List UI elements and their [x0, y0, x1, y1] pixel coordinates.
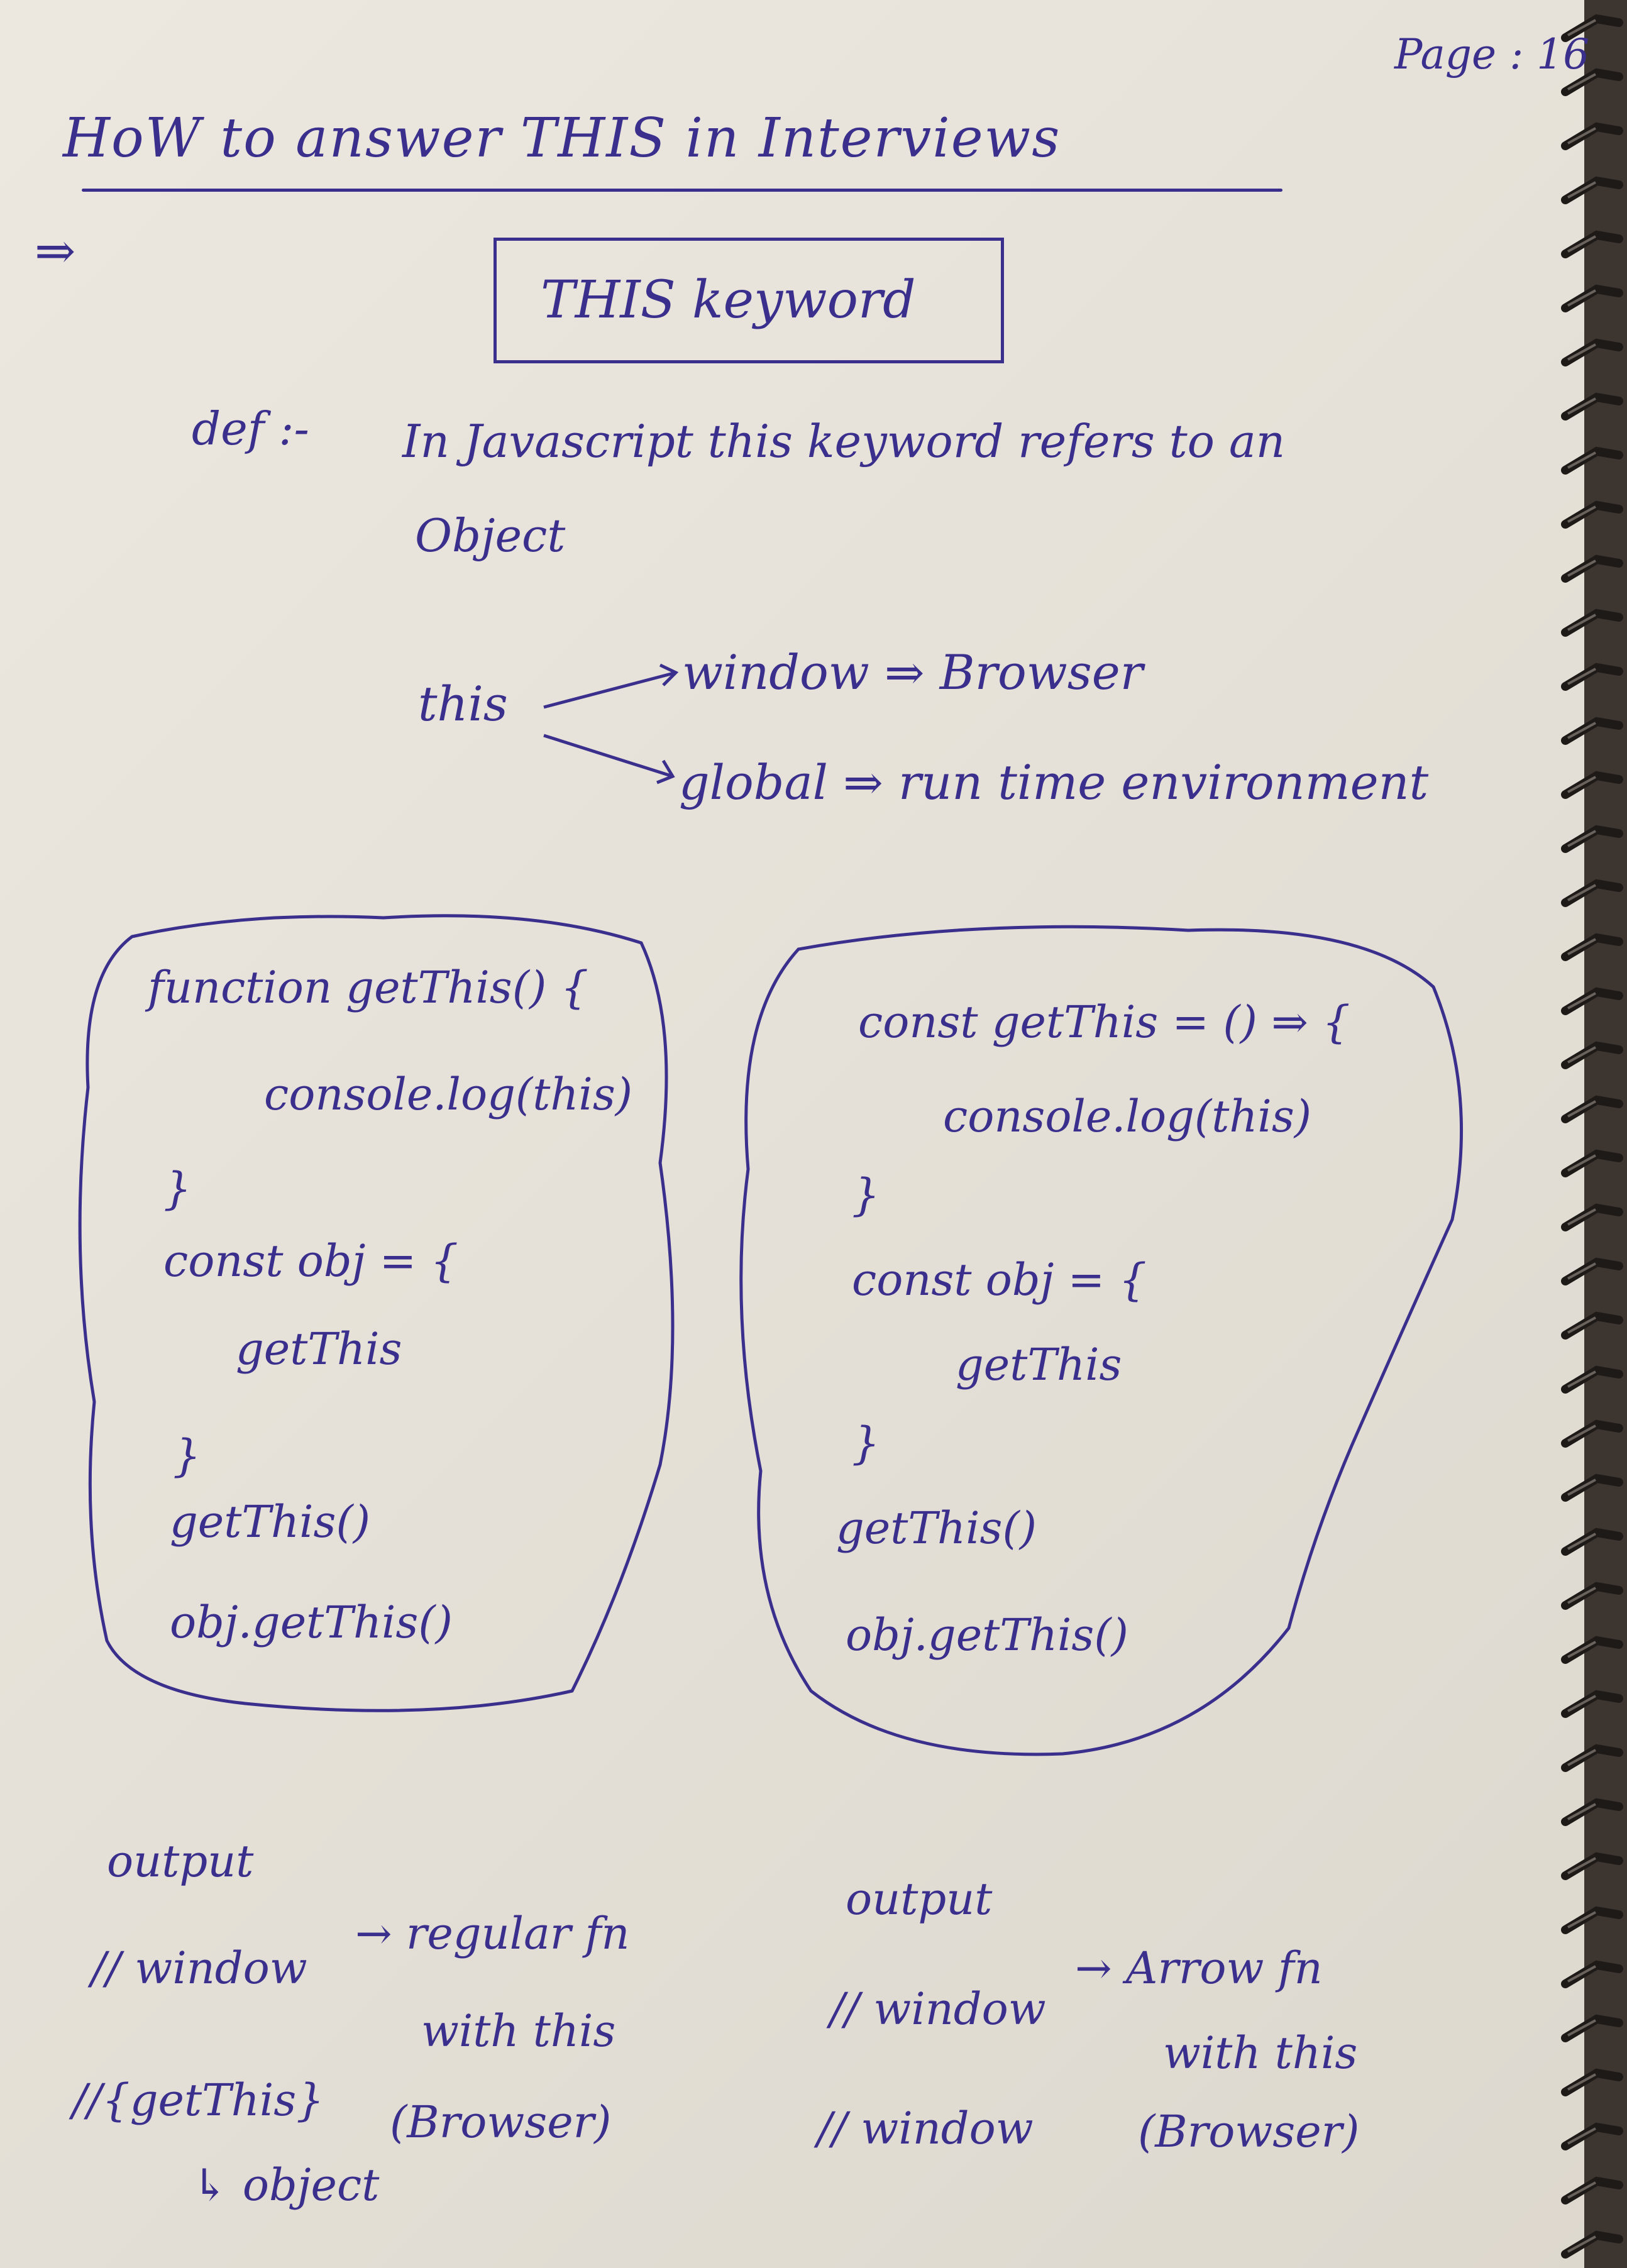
spiral-loop-highlight: [1567, 1695, 1596, 1712]
right-code-line-2: console.log(this): [943, 1091, 1312, 1142]
spiral-loop-highlight: [1567, 73, 1596, 91]
right-code-line-5: getThis: [956, 1339, 1122, 1390]
spiral-loop-highlight: [1567, 1533, 1596, 1550]
left-code-line-4: const obj = {: [163, 1235, 459, 1287]
left-output-note-3: (Browser): [390, 2096, 612, 2148]
branch-window: window ⇒ Browser: [682, 644, 1144, 700]
spiral-loop-highlight: [1567, 884, 1596, 901]
spiral-loop-highlight: [1567, 1965, 1596, 1983]
left-code-line-7: getThis(): [170, 1496, 371, 1548]
spiral-loop-highlight: [1567, 2127, 1596, 2145]
spiral-loop-highlight: [1567, 2073, 1596, 2091]
spiral-loop-highlight: [1567, 1208, 1596, 1226]
spiral-loop-highlight: [1567, 1154, 1596, 1172]
spiral-loop-highlight: [1567, 1749, 1596, 1766]
left-code-line-2: console.log(this): [264, 1069, 633, 1120]
spiral-loop-highlight: [1567, 1316, 1596, 1334]
spiral-loop-highlight: [1567, 505, 1596, 523]
left-output-line-1: // window: [91, 1942, 307, 1994]
left-cloud-outline: [78, 914, 675, 1712]
left-code-line-5: getThis: [236, 1323, 402, 1375]
branch-arrows: [543, 663, 679, 784]
spiral-loop-highlight: [1567, 19, 1596, 36]
right-code-line-7: getThis(): [836, 1502, 1037, 1554]
spiral-loop-highlight: [1567, 1803, 1596, 1820]
right-output-note-1: → Arrow fn: [1075, 1942, 1323, 1994]
title-underline: [82, 189, 1282, 192]
spiral-loop-highlight: [1567, 938, 1596, 955]
page-number: Page : 16: [1394, 30, 1590, 79]
spiral-loop-highlight: [1567, 235, 1596, 253]
spiral-loop-highlight: [1567, 830, 1596, 847]
definition-line-1: In Javascript this keyword refers to an: [402, 415, 1286, 468]
right-code-line-6: }: [852, 1418, 880, 1469]
definition-label: def :-: [192, 402, 309, 455]
spiral-loop-highlight: [1567, 289, 1596, 307]
spiral-loop-highlight: [1567, 559, 1596, 577]
spiral-loop-highlight: [1567, 343, 1596, 361]
spiral-loop-highlight: [1567, 451, 1596, 469]
implies-arrow: ⇒: [35, 223, 76, 280]
left-code-line-8: obj.getThis(): [170, 1597, 453, 1648]
spiral-loop-highlight: [1567, 127, 1596, 145]
right-output-line-2: // window: [817, 2103, 1034, 2154]
branch-global: global ⇒ run time environment: [679, 754, 1429, 810]
left-output-line-2: //{getThis}: [72, 2074, 324, 2126]
keyword-box: [494, 238, 1004, 363]
left-output-note-2: with this: [421, 2005, 616, 2057]
right-code-line-4: const obj = {: [852, 1254, 1147, 1306]
spiral-loop-highlight: [1567, 1911, 1596, 1929]
spiral-loop-highlight: [1567, 1046, 1596, 1064]
spiral-loop-highlight: [1567, 992, 1596, 1010]
spiral-loop-highlight: [1567, 397, 1596, 415]
right-cloud-outline: [739, 925, 1464, 1756]
keyword-box-label: THIS keyword: [541, 270, 916, 330]
spiral-loop-highlight: [1567, 1587, 1596, 1604]
right-code-line-8: obj.getThis(): [846, 1609, 1128, 1661]
left-output-note-4: ↳ object: [192, 2159, 380, 2211]
spiral-loop-highlight: [1567, 2019, 1596, 2037]
spiral-loop-highlight: [1567, 181, 1596, 199]
spiral-loop-highlight: [1567, 776, 1596, 793]
left-code-line-6: }: [173, 1430, 201, 1482]
spiral-loop-highlight: [1567, 2181, 1596, 2199]
spiral-loop-highlight: [1567, 1100, 1596, 1118]
spiral-binding: [1561, 0, 1627, 2268]
spiral-loop-highlight: [1567, 1641, 1596, 1658]
spiral-loop-highlight: [1567, 1424, 1596, 1442]
spiral-loop-highlight: [1567, 614, 1596, 631]
left-code-line-3: }: [163, 1163, 192, 1214]
right-code-line-3: }: [852, 1169, 880, 1221]
spiral-loop-highlight: [1567, 668, 1596, 685]
right-output-title: output: [846, 1873, 993, 1925]
right-output-line-1: // window: [830, 1983, 1046, 2035]
right-output-note-3: (Browser): [1138, 2106, 1360, 2157]
left-output-title: output: [107, 1836, 254, 1887]
page-title: HoW to answer THIS in Interviews: [63, 107, 1061, 170]
left-output-note-1: → regular fn: [355, 1908, 630, 1959]
right-code-line-1: const getThis = () ⇒ {: [858, 996, 1350, 1048]
right-output-note-2: with this: [1163, 2027, 1358, 2079]
left-code-line-1: function getThis() {: [148, 962, 589, 1013]
spiral-loop-highlight: [1567, 2235, 1596, 2253]
spiral-loop-highlight: [1567, 722, 1596, 739]
spiral-loop-highlight: [1567, 1370, 1596, 1388]
spiral-loop-highlight: [1567, 1478, 1596, 1496]
spiral-loop-highlight: [1567, 1262, 1596, 1280]
spiral-loop-highlight: [1567, 1857, 1596, 1874]
definition-line-2: Object: [415, 509, 566, 562]
this-root: this: [418, 676, 508, 732]
